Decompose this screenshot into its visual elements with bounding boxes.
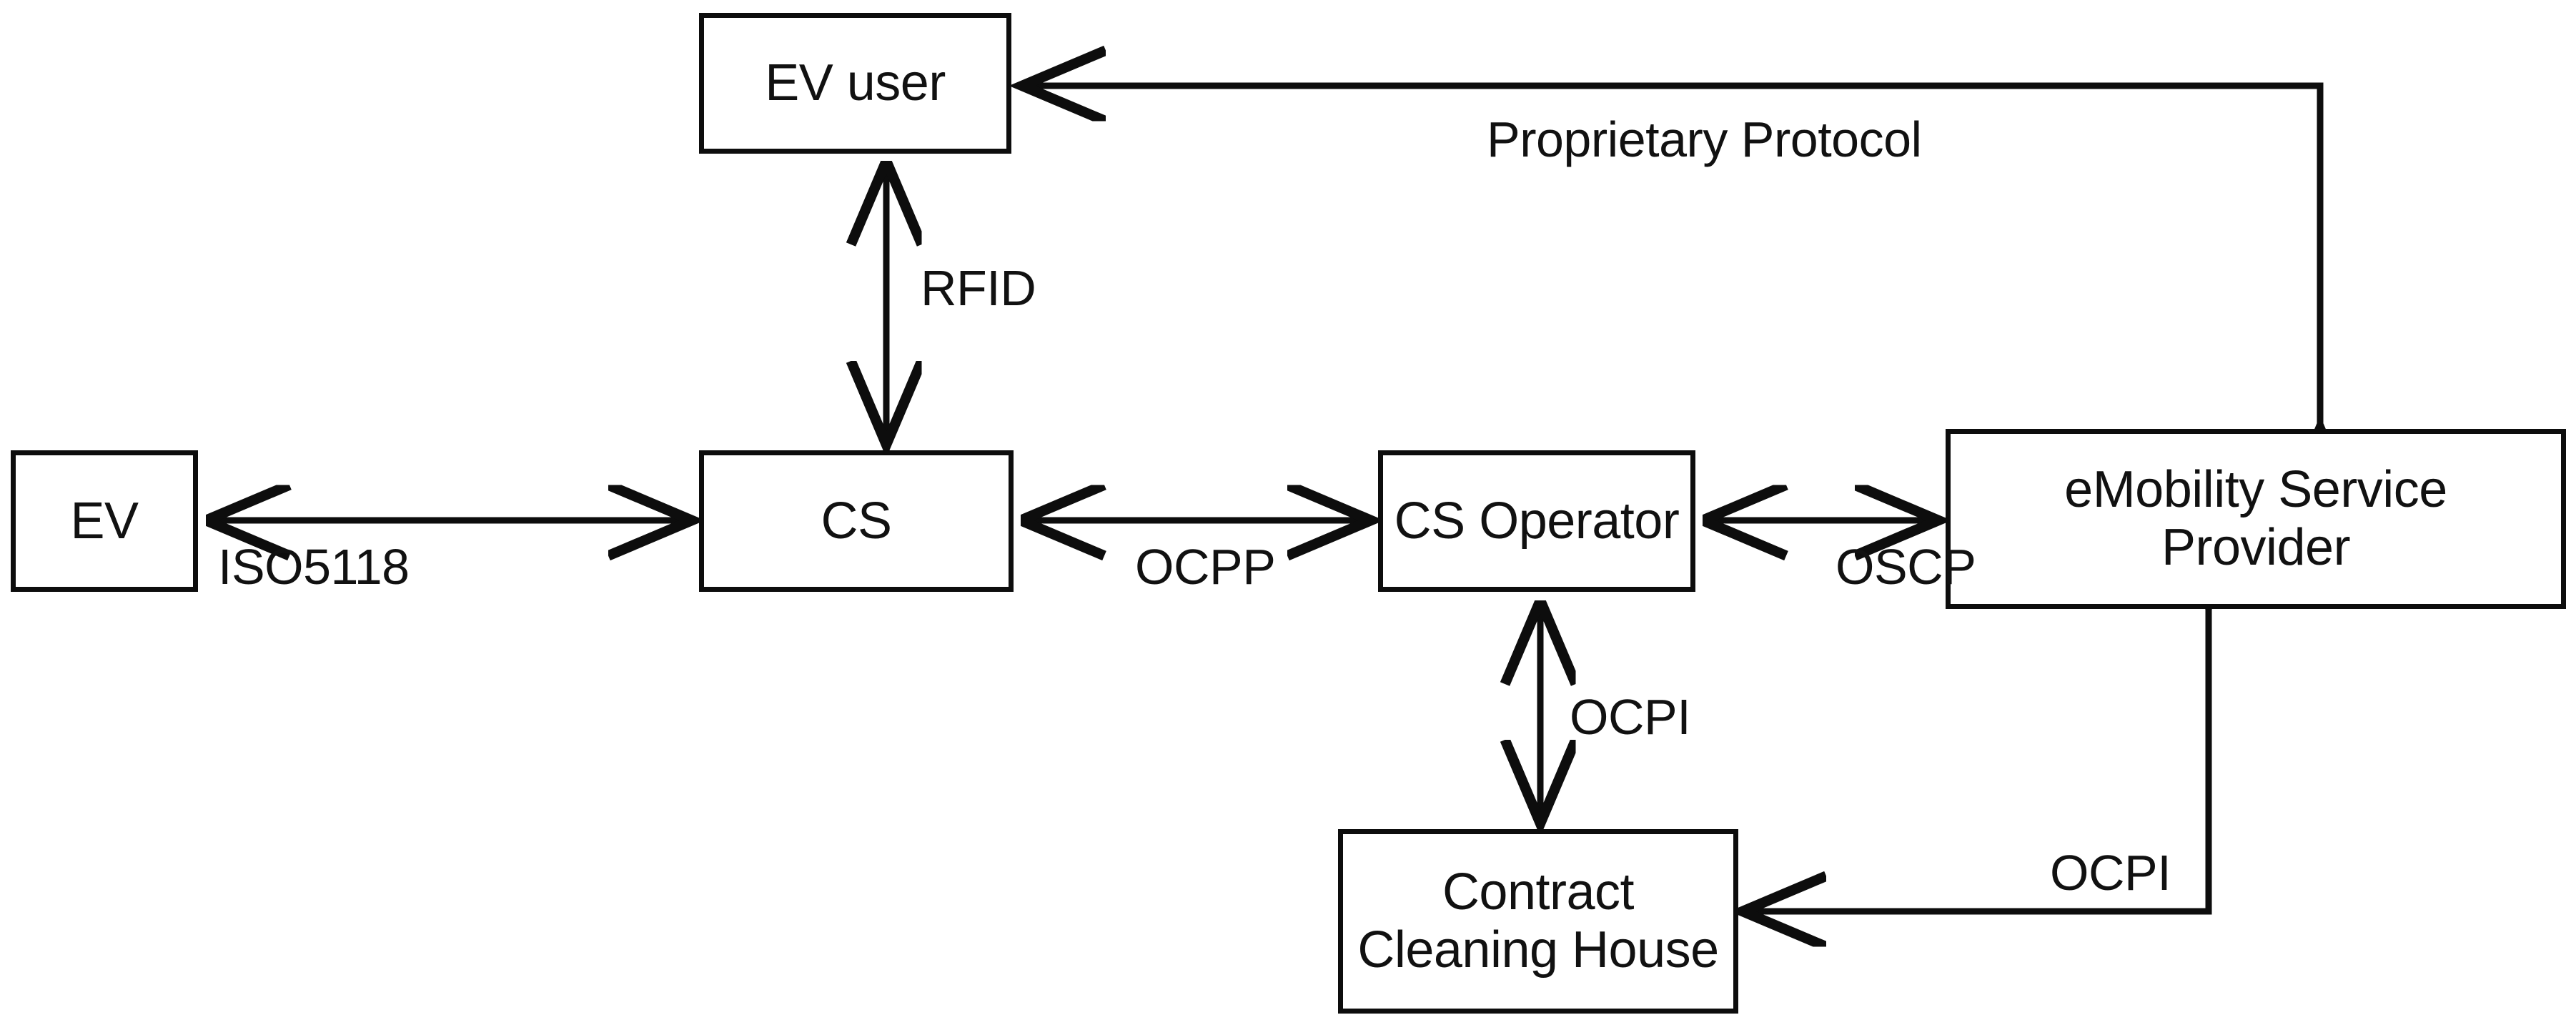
- node-cs-operator-label: CS Operator: [1394, 492, 1680, 550]
- node-contract-cleaning-house[interactable]: Contract Cleaning House: [1338, 829, 1738, 1014]
- edge-label-ocpi-emsp: OCPI: [2050, 845, 2171, 901]
- node-ev-label: EV: [70, 492, 139, 550]
- node-cch-label-line1: Contract: [1442, 863, 1635, 921]
- edge-label-rfid: RFID: [921, 260, 1036, 316]
- edge-proprietary-protocol: [1022, 86, 2320, 429]
- node-emsp-label-line1: eMobility Service: [2064, 461, 2447, 519]
- node-cs-label: CS: [821, 492, 892, 550]
- edge-label-proprietary-protocol: Proprietary Protocol: [1487, 112, 1922, 167]
- node-ev-user-label: EV user: [765, 54, 946, 112]
- node-cs-operator[interactable]: CS Operator: [1378, 450, 1695, 592]
- node-cch-label-line2: Cleaning House: [1357, 921, 1719, 979]
- node-ev[interactable]: EV: [11, 450, 198, 592]
- edge-label-iso5118: ISO5118: [218, 539, 410, 595]
- node-emsp-label-line2: Provider: [2161, 519, 2351, 576]
- node-emobility-service-provider[interactable]: eMobility Service Provider: [1946, 429, 2566, 609]
- node-ev-user[interactable]: EV user: [699, 13, 1011, 154]
- edge-label-oscp: OSCP: [1836, 539, 1976, 595]
- edge-ocpi-emsp: [1743, 604, 2209, 911]
- edge-label-ocpp: OCPP: [1135, 539, 1276, 595]
- node-cs[interactable]: CS: [699, 450, 1014, 592]
- edge-label-ocpi-operator: OCPI: [1570, 689, 1691, 745]
